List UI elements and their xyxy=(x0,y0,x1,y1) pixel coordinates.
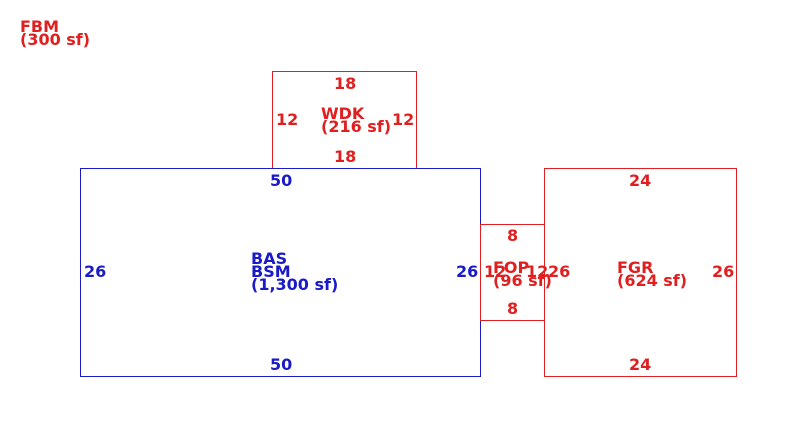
wdk-right-dimension: 12 xyxy=(392,110,415,129)
fgr-label: FGR (624 sf) xyxy=(617,258,688,290)
fbm-area: (300 sf) xyxy=(20,30,91,49)
fop-top-dimension: 8 xyxy=(507,226,519,245)
fgr-left-dimension: 26 xyxy=(548,262,571,281)
bsm-code: BSM xyxy=(251,262,291,281)
wdk-left-dimension: 12 xyxy=(276,110,299,129)
fop-left-dimension: 12 xyxy=(484,262,507,281)
wdk-top-dimension: 18 xyxy=(334,74,357,93)
fop-area: (96 sf) xyxy=(493,271,552,290)
wdk-code: WDK xyxy=(321,104,365,123)
fop-code: FOP xyxy=(493,258,530,277)
wdk-area: (216 sf) xyxy=(321,117,392,136)
bas-bottom-dimension: 50 xyxy=(270,355,293,374)
fop-label: FOP (96 sf) xyxy=(493,258,552,290)
bas-label: BAS BSM (1,300 sf) xyxy=(251,249,339,294)
bas-top-dimension: 50 xyxy=(270,171,293,190)
bas-left-dimension: 26 xyxy=(84,262,107,281)
fgr-area-box xyxy=(544,168,737,377)
fbm-code: FBM xyxy=(20,17,60,36)
bas-right-dimension: 26 xyxy=(456,262,479,281)
wdk-label: WDK (216 sf) xyxy=(321,104,392,136)
bas-area: (1,300 sf) xyxy=(251,275,339,294)
fbm-label: FBM (300 sf) xyxy=(20,17,91,49)
fgr-right-dimension: 26 xyxy=(712,262,735,281)
fgr-area: (624 sf) xyxy=(617,271,688,290)
fop-right-dimension: 12 xyxy=(526,262,549,281)
fgr-bottom-dimension: 24 xyxy=(629,355,652,374)
fop-bottom-dimension: 8 xyxy=(507,299,519,318)
fgr-code: FGR xyxy=(617,258,654,277)
bas-code: BAS xyxy=(251,249,288,268)
wdk-bottom-dimension: 18 xyxy=(334,147,357,166)
fgr-top-dimension: 24 xyxy=(629,171,652,190)
